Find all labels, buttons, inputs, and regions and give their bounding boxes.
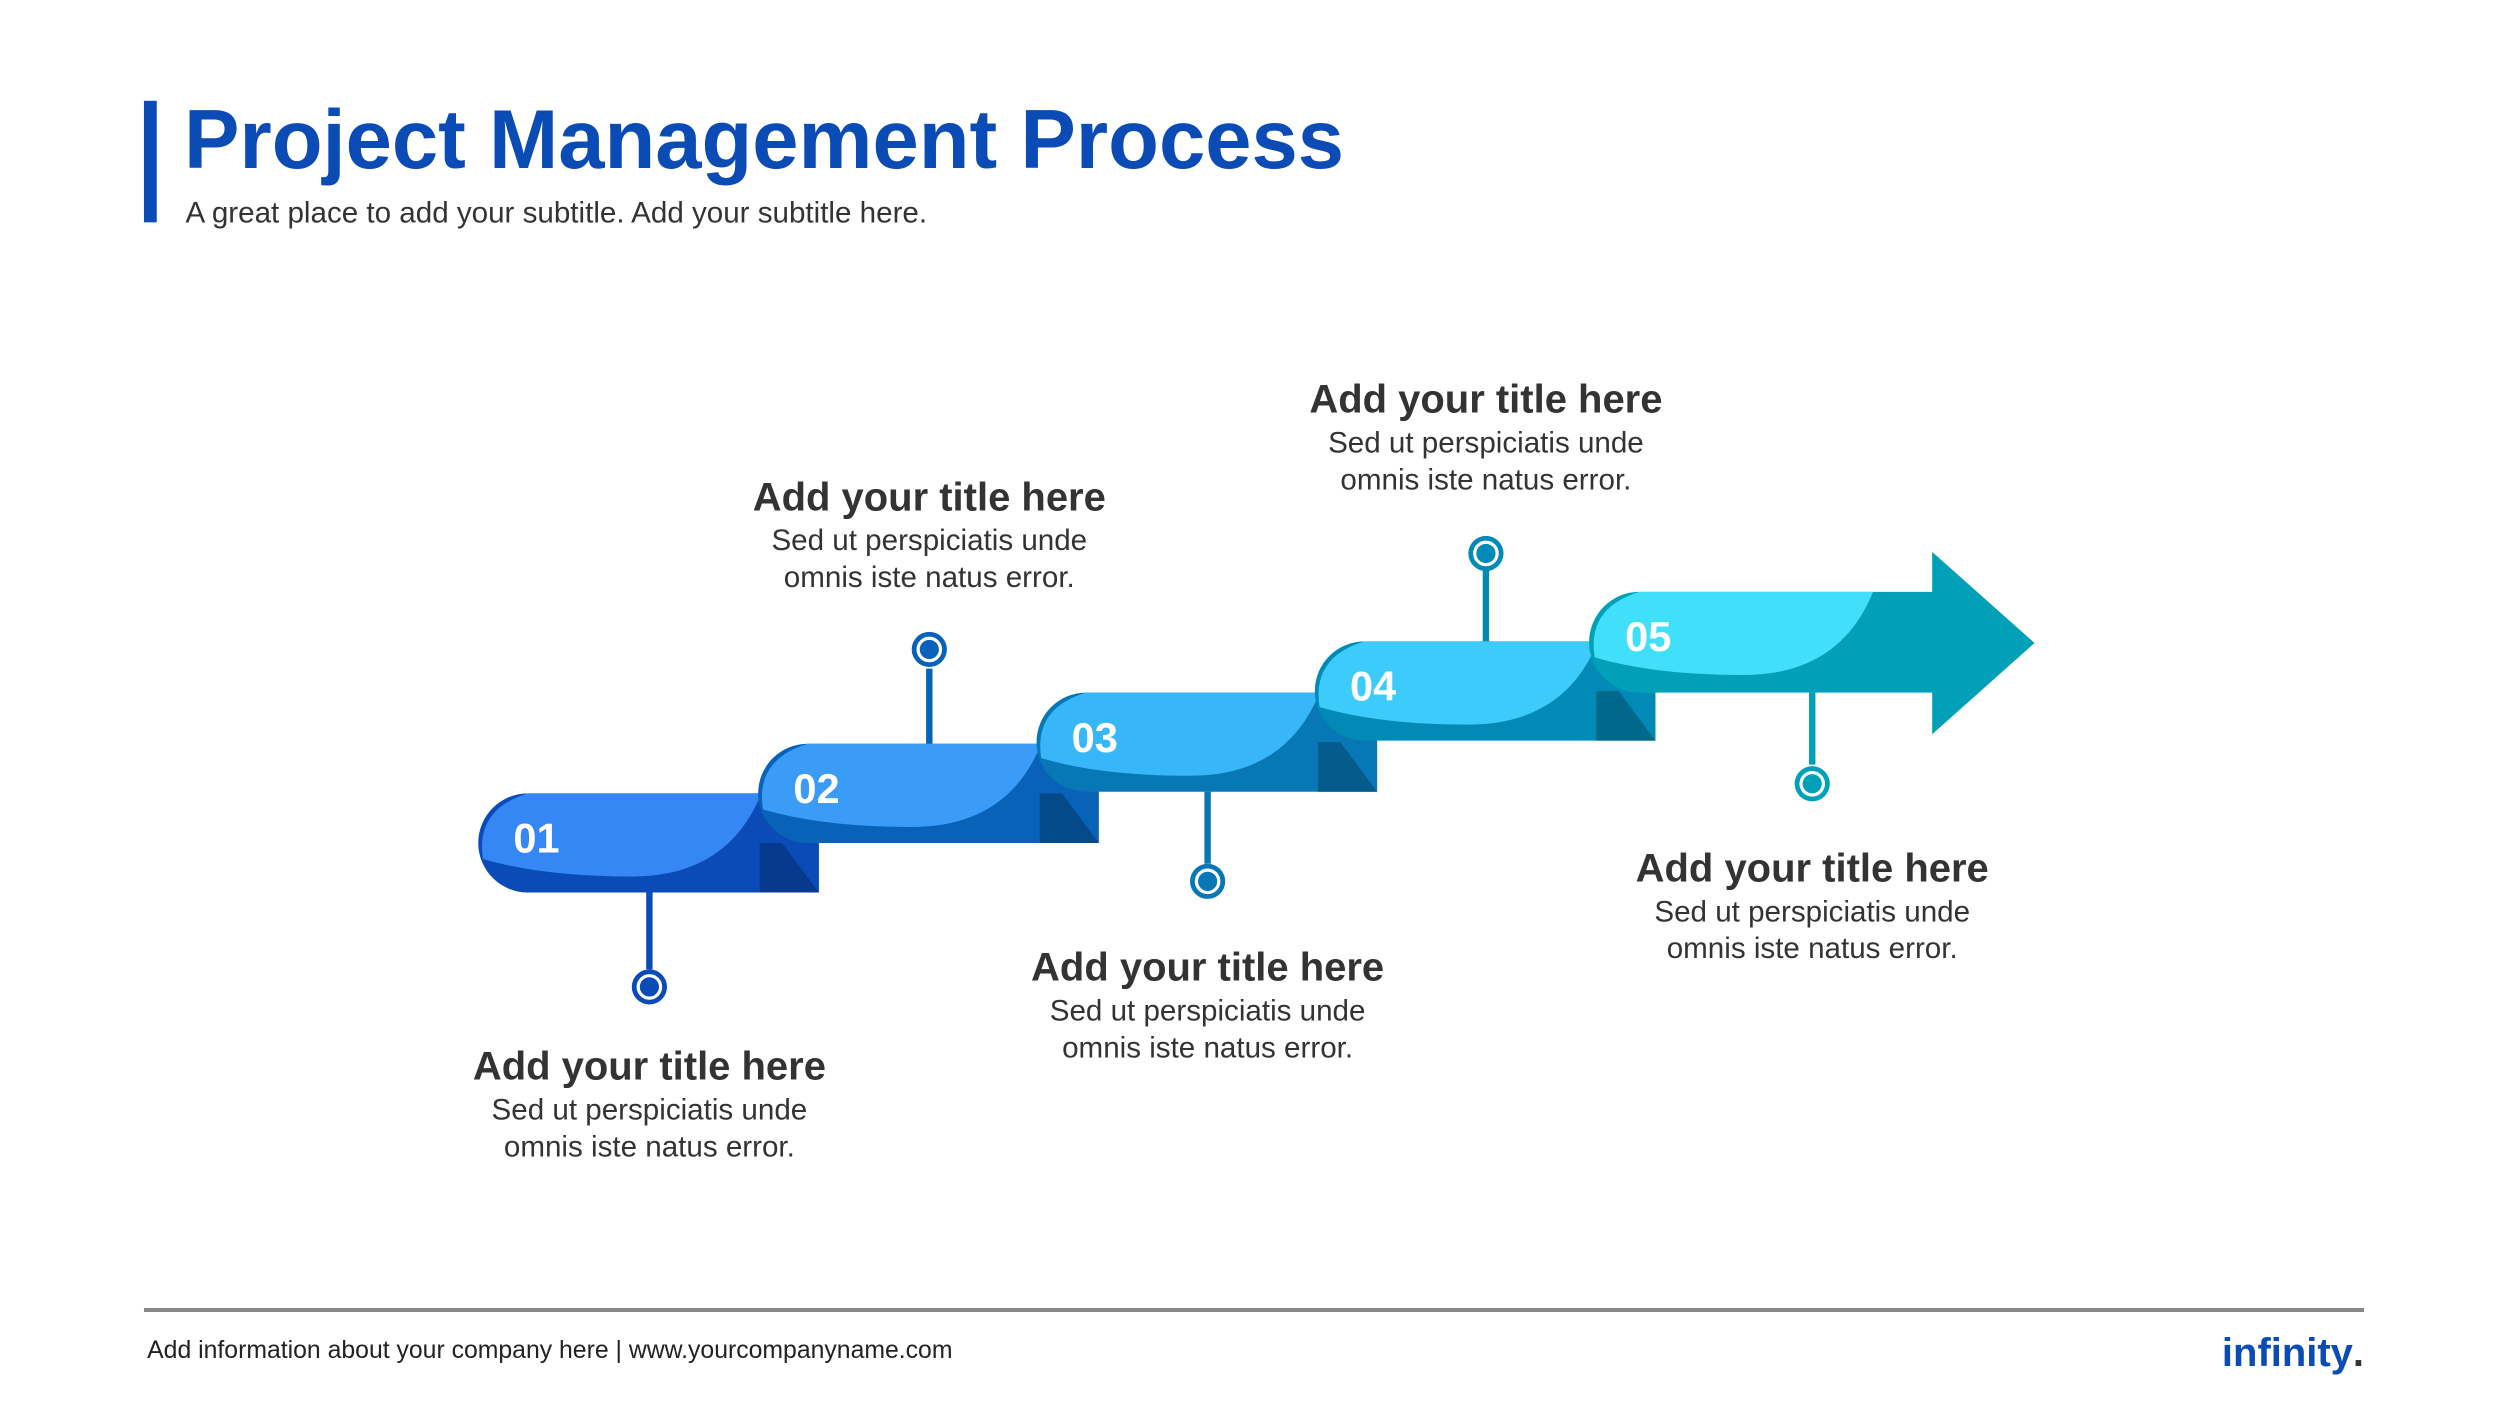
logo-text: infinity bbox=[2222, 1331, 2354, 1375]
step-description-line: omnis iste natus error. bbox=[1062, 1031, 1353, 1064]
title-accent-bar bbox=[143, 100, 157, 223]
connector-ring bbox=[916, 636, 943, 663]
step-fold bbox=[1039, 793, 1099, 843]
step-title: Add your title here bbox=[753, 475, 1106, 519]
logo-dot: . bbox=[2353, 1331, 2364, 1375]
step-fold bbox=[1317, 742, 1378, 792]
step-description-line: Sed ut perspiciatis unde bbox=[1654, 895, 1970, 928]
company-logo: infinity. bbox=[2222, 1331, 2364, 1375]
step-description-line: omnis iste natus error. bbox=[784, 561, 1075, 594]
page-subtitle: A great place to add your subtitle. Add … bbox=[186, 196, 928, 229]
page-title: Project Management Process bbox=[184, 93, 1344, 186]
step-description-line: Sed ut perspiciatis unde bbox=[1328, 427, 1644, 460]
step-top-face bbox=[761, 743, 1042, 827]
step-description-line: Sed ut perspiciatis unde bbox=[492, 1094, 808, 1127]
step-description-line: Sed ut perspiciatis unde bbox=[1050, 994, 1366, 1027]
connector-ring bbox=[1194, 868, 1221, 895]
step-number: 02 bbox=[793, 765, 839, 812]
step-description-line: omnis iste natus error. bbox=[504, 1130, 795, 1163]
step-description-line: Sed ut perspiciatis unde bbox=[771, 524, 1087, 557]
step-fold bbox=[759, 842, 819, 893]
step-top-face bbox=[1318, 641, 1598, 725]
step-fold bbox=[1596, 691, 1656, 741]
step-top-face bbox=[481, 793, 762, 877]
step-title: Add your title here bbox=[1309, 378, 1662, 422]
step-description-line: omnis iste natus error. bbox=[1340, 463, 1631, 496]
step-title: Add your title here bbox=[473, 1045, 826, 1089]
connector-ring bbox=[1473, 540, 1499, 567]
step-number: 01 bbox=[513, 815, 559, 862]
footer-info: Add information about your company here … bbox=[147, 1337, 952, 1364]
step-number: 04 bbox=[1350, 663, 1396, 710]
step-title: Add your title here bbox=[1031, 946, 1384, 990]
step-number: 05 bbox=[1625, 613, 1671, 660]
step-description-line: omnis iste natus error. bbox=[1667, 932, 1958, 965]
step-top-face bbox=[1593, 591, 1874, 676]
step-number: 03 bbox=[1072, 714, 1118, 761]
step-top-face bbox=[1040, 692, 1320, 776]
connector-ring bbox=[1799, 770, 1826, 797]
step-title: Add your title here bbox=[1636, 846, 1989, 890]
connector-ring bbox=[636, 974, 663, 1000]
